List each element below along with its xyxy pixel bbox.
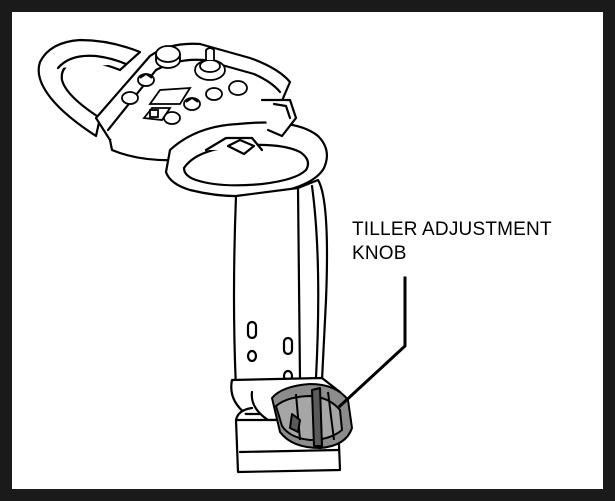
control-buttons xyxy=(121,45,248,125)
adjustment-knob xyxy=(271,383,353,449)
callout-leader xyxy=(337,276,407,409)
callout-line-2: KNOB xyxy=(352,243,407,264)
grip-bar xyxy=(164,98,329,198)
callout-label: TILLER ADJUSTMENT KNOB xyxy=(352,218,552,266)
callout-line-1: TILLER ADJUSTMENT xyxy=(352,219,552,240)
tiller-arm xyxy=(232,178,329,390)
display-screen xyxy=(148,86,192,105)
